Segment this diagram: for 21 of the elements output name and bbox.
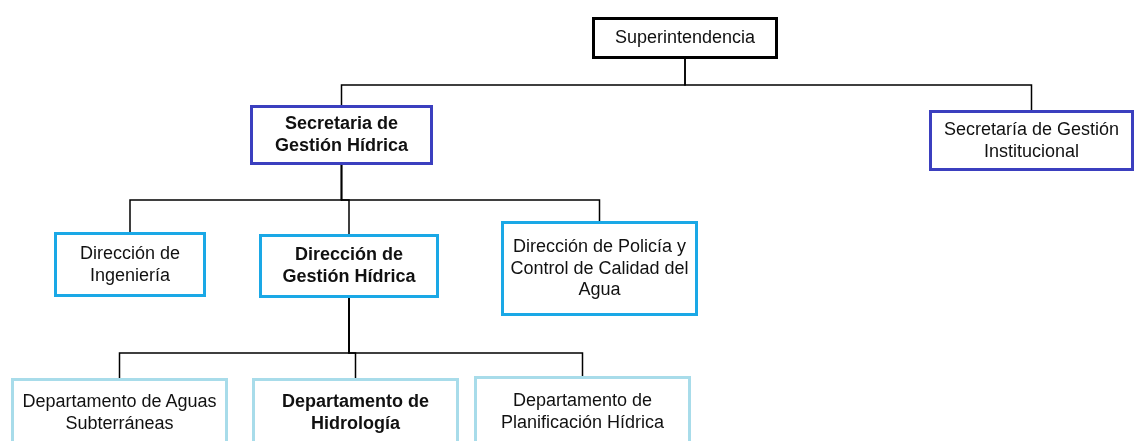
connector-line bbox=[684, 58, 1033, 111]
connector-line bbox=[340, 164, 601, 222]
org-unit-box bbox=[929, 110, 1134, 171]
unit-name: Superintendencia bbox=[614, 27, 756, 49]
unit-name: Secretaria de Gestión Hídrica bbox=[274, 113, 409, 157]
org-unit-box bbox=[259, 234, 439, 298]
org-unit-box bbox=[592, 17, 778, 59]
unit-name: Dirección de Policía y Control de Calidad del Agua bbox=[509, 236, 690, 301]
org-unit-box bbox=[501, 221, 698, 316]
org-unit-box bbox=[252, 378, 459, 441]
unit-name: Departamento de Hidrología bbox=[280, 391, 430, 435]
org-unit-box bbox=[54, 232, 206, 297]
org-unit-box bbox=[250, 105, 433, 165]
unit-name: Departamento de Aguas Subterráneas bbox=[21, 391, 218, 435]
unit-name: Secretaría de Gestión Institucional bbox=[942, 118, 1121, 163]
unit-name: Dirección de Gestión Hídrica bbox=[281, 244, 417, 288]
unit-name: Dirección de Ingeniería bbox=[78, 242, 181, 287]
org-unit-box bbox=[474, 376, 691, 441]
unit-name: Departamento de Planificación Hídrica bbox=[499, 390, 666, 434]
org-unit-box bbox=[11, 378, 228, 441]
connector-line bbox=[348, 297, 584, 377]
